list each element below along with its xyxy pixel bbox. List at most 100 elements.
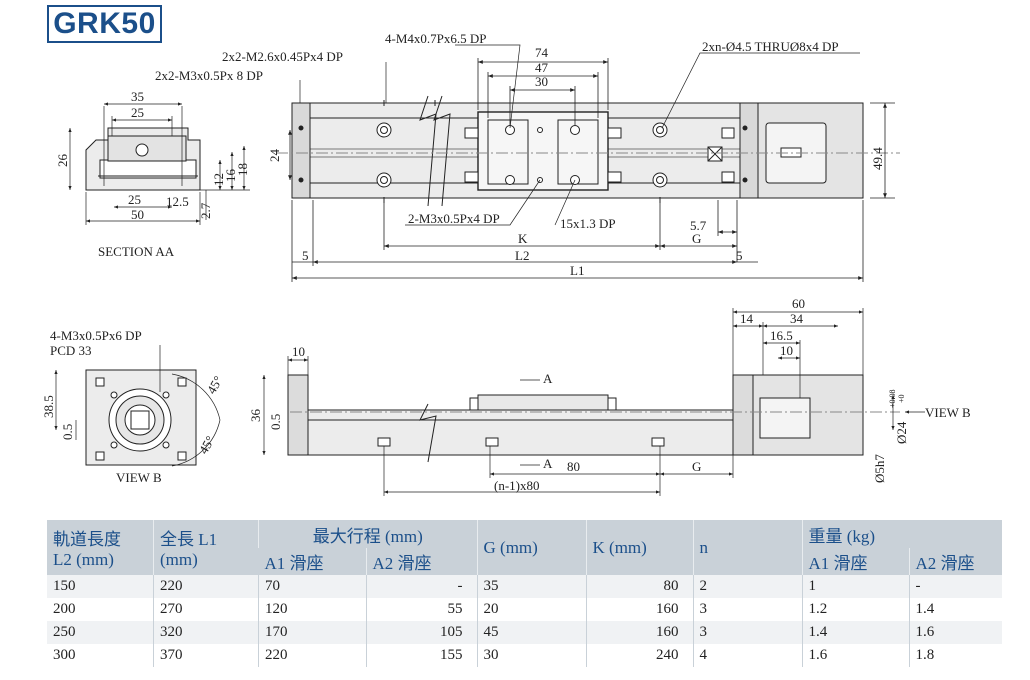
cell-l1: 220 (153, 575, 259, 598)
dim-34: 34 (790, 311, 804, 326)
view-b-callout-1: 4-M3x0.5Px6 DP (50, 328, 142, 343)
dim-d24: Ø24 (894, 421, 909, 444)
cell-weight-a1: 1.6 (801, 644, 909, 667)
header-stroke-a1: A1 滑座 (258, 548, 366, 575)
cell-k: 160 (585, 621, 693, 644)
callout-thru: 2xn-Ø4.5 THRUØ8x4 DP (702, 39, 839, 54)
dim-10-left: 10 (292, 344, 305, 359)
technical-drawing: 4-M4x0.7Px6.5 DP 2x2-M2.6x0.45Px4 DP 2x2… (41, 31, 971, 496)
cell-weight-a1: 1 (801, 575, 909, 598)
dim-30: 30 (535, 74, 548, 89)
callout-m26: 2x2-M2.6x0.45Px4 DP (222, 49, 343, 64)
cell-g: 45 (476, 621, 586, 644)
cell-k: 80 (585, 575, 693, 598)
header-n: n (692, 520, 802, 575)
dim-g-side: G (692, 459, 701, 474)
cell-weight-a1: 1.2 (801, 598, 909, 621)
cell-g: 35 (476, 575, 586, 598)
cell-k: 160 (585, 598, 693, 621)
dim-50: 50 (131, 207, 144, 222)
dim-47: 47 (535, 60, 549, 75)
dim-16-5: 16.5 (770, 328, 793, 343)
header-k: K (mm) (585, 520, 693, 575)
header-l1: 全長 L1(mm) (153, 520, 259, 575)
dim-d24-tol-up: +0.08 (888, 389, 897, 408)
cell-stroke-a2: - (365, 575, 477, 598)
top-view-labels: 4-M4x0.7Px6.5 DP 2x2-M2.6x0.45Px4 DP 2x2… (155, 31, 885, 278)
cell-g: 30 (476, 644, 586, 667)
dim-2-7: 2.7 (198, 202, 213, 219)
callout-dp15: 15x1.3 DP (560, 216, 616, 231)
cell-n: 3 (692, 598, 802, 621)
section-a-top: A (543, 371, 553, 386)
header-stroke: 最大行程 (mm) (258, 520, 477, 548)
cell-k: 240 (585, 644, 693, 667)
dim-5-left: 5 (302, 248, 309, 263)
cell-weight-a2: - (908, 575, 1002, 598)
dim-d24-tol-dn: +0 (897, 394, 906, 403)
dim-25-bot: 25 (128, 192, 141, 207)
view-b (54, 345, 221, 467)
cell-stroke-a2: 105 (365, 621, 477, 644)
cell-l2: 250 (47, 621, 154, 644)
cell-n: 3 (692, 621, 802, 644)
callout-m3: 2x2-M3x0.5Px 8 DP (155, 68, 263, 83)
cell-stroke-a2: 155 (365, 644, 477, 667)
cell-g: 20 (476, 598, 586, 621)
table-row: 150 220 70 - 35 80 2 1 - (47, 575, 1002, 598)
dim-l2: L2 (515, 248, 529, 263)
dim-k: K (518, 231, 528, 246)
callout-m3b: 2-M3x0.5Px4 DP (408, 211, 500, 226)
dim-l1: L1 (570, 263, 584, 278)
dim-12: 12 (211, 173, 226, 186)
cell-weight-a2: 1.4 (908, 598, 1002, 621)
dim-25-top: 25 (131, 105, 144, 120)
cell-stroke-a2: 55 (365, 598, 477, 621)
dim-g: G (692, 231, 701, 246)
dim-38-5: 38.5 (41, 395, 56, 418)
table-row: 300 370 220 155 30 240 4 1.6 1.8 (47, 644, 1002, 667)
top-view (276, 44, 900, 282)
cell-weight-a2: 1.6 (908, 621, 1002, 644)
cell-weight-a1: 1.4 (801, 621, 909, 644)
side-view-labels: 10 36 0.5 60 14 34 16.5 10 A A 80 G (n-1… (248, 296, 971, 493)
table-row: 250 320 170 105 45 160 3 1.4 1.6 (47, 621, 1002, 644)
cell-l1: 370 (153, 644, 259, 667)
header-weight-a2: A2 滑座 (908, 548, 1002, 575)
cell-weight-a2: 1.8 (908, 644, 1002, 667)
table-row: 200 270 120 55 20 160 3 1.2 1.4 (47, 598, 1002, 621)
view-b-arrow-label: VIEW B (925, 405, 971, 420)
section-aa-labels: 35 25 26 12 16 18 25 12.5 50 2.7 SECTION… (55, 89, 250, 259)
model-title: GRK50 (53, 7, 156, 40)
model-title-box: GRK50 (47, 5, 162, 43)
view-b-callout-2: PCD 33 (50, 343, 92, 358)
dim-18: 18 (235, 163, 250, 176)
dim-35: 35 (131, 89, 144, 104)
view-b-label: VIEW B (116, 470, 162, 485)
cell-stroke-a1: 220 (258, 644, 366, 667)
cell-stroke-a1: 120 (258, 598, 366, 621)
side-view (262, 308, 925, 496)
header-weight-a1: A1 滑座 (801, 548, 909, 575)
cell-l1: 320 (153, 621, 259, 644)
cell-n: 2 (692, 575, 802, 598)
dim-16: 16 (223, 169, 238, 183)
cell-l2: 200 (47, 598, 154, 621)
section-label: SECTION AA (98, 244, 175, 259)
dim-14: 14 (740, 311, 754, 326)
dim-74: 74 (535, 45, 549, 60)
section-a-bot: A (543, 456, 553, 471)
dim-26: 26 (55, 154, 70, 168)
dim-n1x80: (n-1)x80 (494, 478, 540, 493)
header-stroke-a2: A2 滑座 (365, 548, 477, 575)
dim-10-right: 10 (780, 343, 793, 358)
dim-d5h7: Ø5h7 (872, 454, 887, 483)
dim-49-4: 49.4 (870, 147, 885, 170)
cell-n: 4 (692, 644, 802, 667)
callout-m4: 4-M4x0.7Px6.5 DP (385, 31, 487, 46)
section-aa (68, 102, 250, 225)
dim-80: 80 (567, 459, 580, 474)
angle-45-bot: 45° (196, 433, 218, 456)
